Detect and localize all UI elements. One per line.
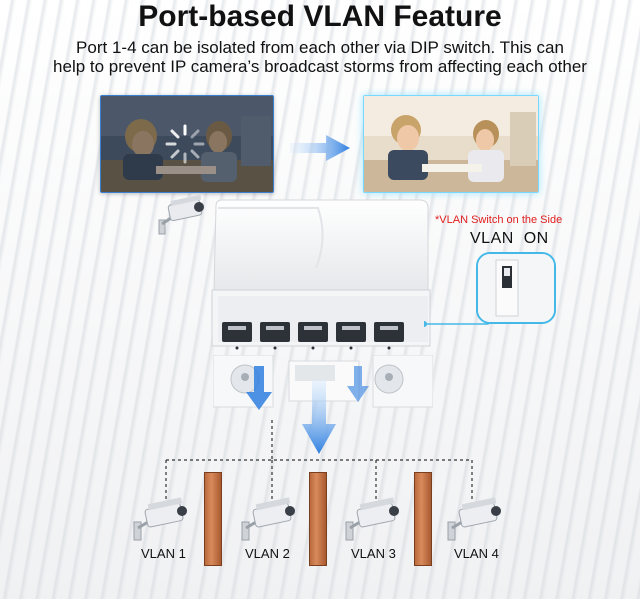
vlan-label-1: VLAN 1: [141, 546, 186, 561]
cctv-camera-icon: [447, 497, 501, 541]
vlan-state-label: VLAN ON: [470, 230, 549, 247]
vlan-label-4: VLAN 4: [454, 546, 499, 561]
photo-normal-stream: [363, 95, 539, 193]
arrow-right-icon: [290, 135, 350, 161]
vlan-label-3: VLAN 3: [351, 546, 396, 561]
vlan-switch-note: *VLAN Switch on the Side: [435, 214, 563, 226]
isolation-wall: [414, 472, 432, 566]
photo-broadcast-storm: [100, 95, 274, 193]
dip-switch-callout: [476, 252, 556, 324]
page-subtitle: Port 1-4 can be isolated from each other…: [10, 38, 630, 76]
page-title: Port-based VLAN Feature: [138, 0, 502, 33]
loading-spinner-icon: [165, 124, 205, 164]
subtitle-line-2: help to prevent IP camera’s broadcast st…: [53, 57, 587, 76]
cctv-camera-icon: [158, 194, 204, 235]
dip-switch-icon: [478, 254, 554, 322]
mount-brackets: [213, 355, 433, 408]
arrow-down-icon: [302, 380, 336, 454]
isolation-wall: [204, 472, 222, 566]
cctv-camera-icon: [345, 497, 399, 541]
rj45-ports: [222, 322, 404, 350]
arrow-down-icon: [347, 366, 369, 402]
vlan-label-2: VLAN 2: [245, 546, 290, 561]
subtitle-line-1: Port 1-4 can be isolated from each other…: [76, 38, 564, 57]
cctv-camera-icon: [133, 497, 187, 541]
network-connection-lines: [165, 420, 473, 500]
cctv-camera-icon: [241, 497, 295, 541]
arrow-down-icon: [246, 366, 272, 410]
isolation-wall: [309, 472, 327, 566]
